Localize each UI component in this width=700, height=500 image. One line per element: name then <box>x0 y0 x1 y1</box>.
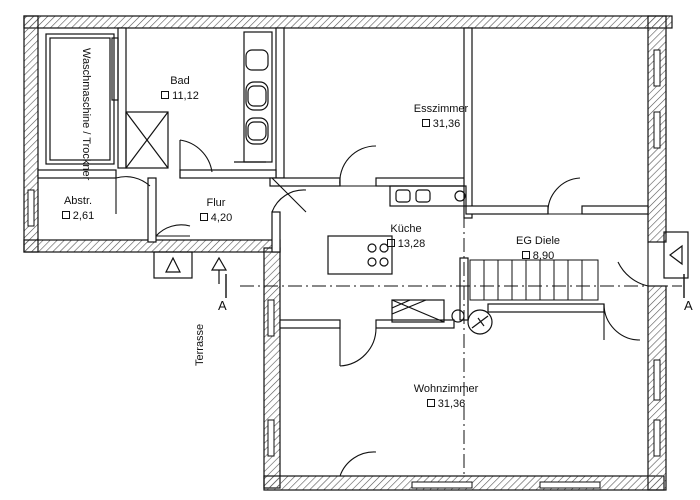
section-line <box>240 214 682 476</box>
room-name: EG Diele <box>515 235 561 247</box>
door-diele <box>547 177 582 215</box>
staircase <box>469 259 599 301</box>
room-bad: Bad 11,12 <box>150 74 210 104</box>
wall-ess-south-b <box>375 177 469 187</box>
door-flur-kueche <box>271 177 307 213</box>
bath-fixtures <box>234 31 273 163</box>
door-ess <box>339 145 377 187</box>
wall-diele-north-a <box>465 205 549 215</box>
room-name: Küche <box>390 223 422 235</box>
label-waschmaschine: Waschmaschine / Trockner <box>80 48 92 181</box>
room-area: 8,90 <box>500 249 576 264</box>
door-wohn-east <box>603 303 641 341</box>
terrace-step <box>153 251 193 279</box>
room-area: 13,28 <box>376 237 436 252</box>
wall-bad-ess <box>275 27 285 179</box>
wall-ess-south-a <box>269 177 341 187</box>
entrance-step <box>663 231 689 279</box>
door-terrace <box>155 224 191 237</box>
label-terrasse: Terrasse <box>194 323 206 366</box>
room-wohnzimmer: Wohnzimmer 31,36 <box>396 382 496 412</box>
room-esszimmer: Esszimmer 31,36 <box>396 102 486 132</box>
stair-symbol-icon <box>467 309 493 335</box>
arrow-up-icon <box>210 256 228 271</box>
kitchen-counters <box>327 185 467 323</box>
windows <box>27 49 661 489</box>
doors <box>115 139 649 477</box>
room-diele: EG Diele 8,90 <box>500 234 576 264</box>
room-name: Wohnzimmer <box>413 383 479 395</box>
door-entrance <box>617 242 649 287</box>
section-marker-right: A <box>684 298 693 313</box>
door-wohn <box>339 327 377 367</box>
wall-abstr-flur <box>147 177 157 243</box>
wall-wohn-north-b <box>375 319 455 329</box>
room-name: Esszimmer <box>413 103 469 115</box>
wall-north <box>23 15 673 29</box>
room-name: Flur <box>206 197 226 209</box>
room-area: 4,20 <box>186 211 246 226</box>
room-name: Bad <box>170 75 190 87</box>
laundry-appliances <box>45 33 119 165</box>
room-flur: Flur 4,20 <box>186 196 246 226</box>
arrow-up-icon <box>165 256 181 273</box>
door-abstr <box>115 176 151 214</box>
interior-walls <box>37 27 649 329</box>
wall-flur-kueche <box>271 211 281 253</box>
room-area: 11,12 <box>150 89 210 104</box>
room-abstr: Abstr. 2,61 <box>48 194 108 224</box>
wall-diele-north-b <box>581 205 649 215</box>
arrow-left-icon <box>669 244 683 266</box>
wall-laundry-bad <box>117 27 127 169</box>
wall-wohn-north-a <box>279 319 341 329</box>
room-name: Abstr. <box>63 195 93 207</box>
room-kueche: Küche 13,28 <box>376 222 436 252</box>
room-area: 31,36 <box>396 117 486 132</box>
door-bad <box>179 139 213 178</box>
wall-wohn-north-c <box>487 303 605 313</box>
shower <box>125 111 169 169</box>
wall-laundry-south <box>37 169 117 179</box>
entrance-markers <box>153 231 689 335</box>
room-area: 31,36 <box>396 397 496 412</box>
room-area: 2,61 <box>48 209 108 224</box>
section-marker-left: A <box>218 298 227 313</box>
door-south <box>339 451 377 477</box>
wall-bad-south <box>179 169 277 179</box>
